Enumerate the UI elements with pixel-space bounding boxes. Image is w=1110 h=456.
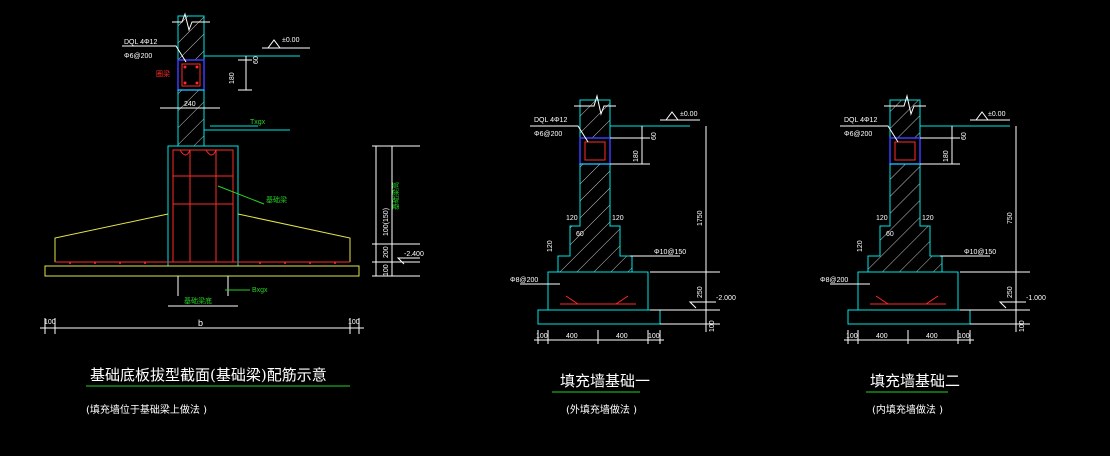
beam-rebar-cage [172,149,234,263]
d3-dim-120-right: 120 [922,215,934,222]
d3-dim-100: 100 [1019,320,1026,332]
d3-dim-250: 250 [1007,286,1014,298]
d1-dim-180: 180 [229,72,236,84]
drawing-infill-foundation-1 [520,94,720,393]
d2-dim-120-left: 120 [566,215,578,222]
d3-dim-120-v: 120 [857,240,864,252]
d3-dim-750: 750 [1007,212,1014,224]
d3-title: 填充墙基础二 [870,372,960,390]
d2-base [537,309,661,325]
d2-dim-100: 100 [709,320,716,332]
d2-dim-120-v: 120 [547,240,554,252]
d1-label-txgx: Txgx [250,119,266,126]
d1-dim-60: 60 [253,56,260,64]
d2-label-dql: DQL 4Φ12 [534,117,567,124]
d3-dim-180: 180 [943,150,950,162]
wall-lower [177,89,205,147]
d2-dim-b400-r: 400 [616,333,628,340]
drawing-infill-foundation-2 [830,94,1030,393]
d3-dim-b100-l: 100 [846,333,858,340]
d3-label-stirrup: Φ6@200 [844,131,872,138]
d3-subtitle: (内填充墙做法 ) [872,403,943,416]
foundation-beam [167,145,239,267]
break-line-1 [172,12,210,32]
d1-dim-200: 200 [383,246,390,258]
d2-dim-120-right: 120 [612,215,624,222]
d3-dim-60: 60 [886,231,894,238]
d2-dim-60-top: 60 [651,132,658,140]
d2-dim-250: 250 [697,286,704,298]
d1-level-top: ±0.00 [282,37,300,44]
d2-label-rebar2: Φ8@200 [510,277,538,284]
d3-dim-b400-r: 400 [926,333,938,340]
d2-label-rebar1: Φ10@150 [654,249,686,256]
d2-label-stirrup: Φ6@200 [534,131,562,138]
d1-width-wall: 240 [184,101,196,108]
d1-dim-right-100: 100 [348,319,360,326]
d2-level-bottom: -2.000 [716,295,736,302]
d1-label-side-v: 基础梁高 [391,182,400,210]
d3-label-rebar1: Φ10@150 [964,249,996,256]
d2-title: 填充墙基础一 [560,372,650,390]
d3-label-dql: DQL 4Φ12 [844,117,877,124]
d2-dim-b100-l: 100 [536,333,548,340]
d2-dim-b100-r: 100 [648,333,660,340]
d1-label-rebar-side: 基础梁 [266,195,287,204]
d3-dim-120-left: 120 [876,215,888,222]
d2-dim-b400-l: 400 [566,333,578,340]
d1-dim-100: 100 [383,264,390,276]
d1-dim-b: b [198,318,203,328]
d2-dim-60: 60 [576,231,584,238]
d1-label-red: 圈梁 [156,69,170,78]
d3-base [847,309,971,325]
slab-outline [54,213,169,262]
d1-label-bxgx: Bxgx [252,287,268,294]
d3-level-top: ±0.00 [988,111,1006,118]
d1-level-bottom: -2.400 [404,251,424,258]
dql-stirrup [181,63,201,87]
d3-dim-b400-l: 400 [876,333,888,340]
d1-title: 基础底板拔型截面(基础梁)配筋示意 [90,366,327,384]
d3-label-rebar2: Φ8@200 [820,277,848,284]
drawing-beam-section [40,12,420,387]
d3-dim-b100-r: 100 [958,333,970,340]
d1-label-rebar-bottom: 基础梁底 [184,296,212,305]
d2-dim-180: 180 [633,150,640,162]
d2-subtitle: (外填充墙做法 ) [566,403,637,416]
wall-upper [177,15,205,61]
d2-level-top: ±0.00 [680,111,698,118]
slab-base [44,265,360,277]
d1-label-dql: DQL 4Φ12 [124,39,157,46]
d1-label-stirrup: Φ6@200 [124,53,152,60]
d2-dim-1750: 1750 [697,210,704,226]
d3-dim-60-top: 60 [961,132,968,140]
d3-level-bottom: -1.000 [1026,295,1046,302]
d1-dim-100-150: 100(150) [383,208,390,236]
d1-dim-left-100: 100 [44,319,56,326]
d1-subtitle: (填充墙位于基础梁上做法 ) [86,403,207,416]
